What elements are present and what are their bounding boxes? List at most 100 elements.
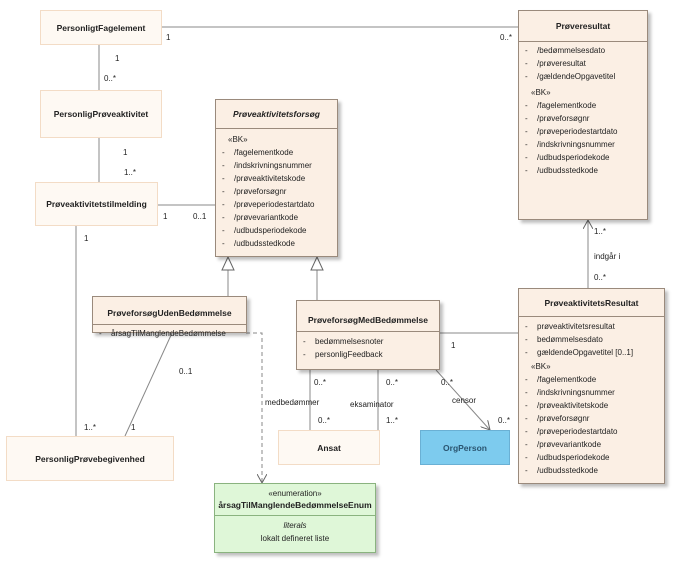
enum-name: årsagTilManglendeBedømmelseEnum <box>218 500 372 510</box>
attribute: -/prøveforsøgnr <box>222 187 287 196</box>
attribute-list: -bedømmelsesnoter -personligFeedback <box>303 335 435 361</box>
class-proeveresultat[interactable]: Prøveresultat -/bedømmelsesdato -/prøver… <box>518 10 648 220</box>
assoc-uden-begivenhed <box>124 332 173 437</box>
attribute-list: «BK» -/fagelementkode -/indskrivningsnum… <box>222 134 333 250</box>
separator <box>297 331 439 332</box>
class-personligproevebegivenhed[interactable]: PersonligPrøvebegivenhed <box>6 436 174 481</box>
attribute: -bedømmelsesnoter <box>303 337 384 346</box>
attribute: -bedømmelsesdato <box>525 335 603 344</box>
attribute: -/udbudsstedkode <box>222 239 295 248</box>
multiplicity-label: 0..* <box>386 378 399 387</box>
attribute: -personligFeedback <box>303 350 383 359</box>
attribute: -/prøvevariantkode <box>525 440 602 449</box>
attribute: -gældendeOpgavetitel [0..1] <box>525 348 634 357</box>
class-name: PrøveaktivitetsResultat <box>544 298 639 308</box>
class-proeveforsoegmed[interactable]: PrøveforsøgMedBedømmelse -bedømmelsesnot… <box>296 300 440 370</box>
gen-arrow-uden <box>221 255 235 271</box>
class-name: Ansat <box>317 442 341 453</box>
stereotype-label: «BK» <box>228 135 248 144</box>
class-name: Prøveaktivitetstilmelding <box>46 199 147 209</box>
separator <box>215 515 375 516</box>
class-name: OrgPerson <box>443 442 487 453</box>
attribute: -årsagTilManglendeBedømmelse <box>99 329 226 338</box>
multiplicity-label: 0..* <box>314 378 327 387</box>
class-personligtfagelement[interactable]: PersonligtFagelement <box>40 10 162 45</box>
class-name: PrøveforsøgUdenBedømmelse <box>107 308 232 318</box>
attribute: -/indskrivningsnummer <box>525 388 615 397</box>
multiplicity-label: 1 <box>451 341 456 350</box>
separator <box>216 128 337 129</box>
role-label-medbedoemmer: medbedømmer <box>265 398 320 407</box>
class-proeveaktivitetsforsoeg[interactable]: Prøveaktivitetsforsøg «BK» -/fagelementk… <box>215 99 338 257</box>
role-label-indgaar: indgår i <box>594 252 621 261</box>
class-name: PrøveforsøgMedBedømmelse <box>308 315 428 325</box>
attribute: -/prøveaktivitetskode <box>525 401 609 410</box>
attribute: -/prøveperiodestartdato <box>222 200 315 209</box>
attribute-list: -/bedømmelsesdato -/prøveresultat -/gæld… <box>525 44 643 177</box>
multiplicity-label: 0..1 <box>193 212 207 221</box>
attribute-list: -prøveaktivitetsresultat -bedømmelsesdat… <box>525 320 660 477</box>
multiplicity-label: 0..* <box>498 416 511 425</box>
attribute: -/fagelementkode <box>525 375 597 384</box>
literals-header: literals <box>283 521 307 530</box>
class-proeveaktivitetsresultat[interactable]: PrøveaktivitetsResultat -prøveaktivitets… <box>518 288 665 484</box>
class-name: PersonligtFagelement <box>56 22 146 33</box>
class-proeveforsoeguden[interactable]: PrøveforsøgUdenBedømmelse -årsagTilMangl… <box>92 296 247 338</box>
class-orgperson[interactable]: OrgPerson <box>420 430 510 465</box>
multiplicity-label: 1..* <box>84 423 97 432</box>
multiplicity-label: 1..* <box>386 416 399 425</box>
separator <box>519 316 664 317</box>
attribute: -/indskrivningsnummer <box>222 161 312 170</box>
class-name: Prøveresultat <box>555 21 611 31</box>
attribute: -prøveaktivitetsresultat <box>525 322 615 331</box>
attribute-list: -årsagTilManglendeBedømmelse <box>99 327 242 340</box>
attribute: -/prøveforsøgnr <box>525 114 590 123</box>
multiplicity-label: 1 <box>131 423 136 432</box>
attribute: -/prøveaktivitetskode <box>222 174 306 183</box>
attribute: -/fagelementkode <box>525 101 597 110</box>
attribute: -/prøveperiodestartdato <box>525 427 618 436</box>
attribute: -/prøvevariantkode <box>222 213 299 222</box>
assoc-med-orgperson <box>435 369 490 430</box>
separator <box>93 324 246 325</box>
multiplicity-label: 0..* <box>318 416 331 425</box>
multiplicity-label: 0..1 <box>179 367 193 376</box>
multiplicity-label: 0..* <box>594 273 607 282</box>
enum-aarsagtilmanglendebedoemmelse[interactable]: «enumeration» årsagTilManglendeBedømmels… <box>214 483 376 553</box>
multiplicity-label: 0..* <box>500 33 513 42</box>
multiplicity-label: 1..* <box>594 227 607 236</box>
multiplicity-label: 0..* <box>441 378 454 387</box>
multiplicity-label: 1 <box>166 33 171 42</box>
class-ansat[interactable]: Ansat <box>278 430 380 465</box>
attribute: -/fagelementkode <box>222 148 294 157</box>
class-name: Prøveaktivitetsforsøg <box>233 109 320 119</box>
stereotype-label: «BK» <box>531 362 551 371</box>
attribute: -/udbudsperiodekode <box>222 226 307 235</box>
class-name: PersonligPrøvebegivenhed <box>35 453 145 464</box>
class-proeveaktivitetstilmelding[interactable]: Prøveaktivitetstilmelding <box>35 182 158 226</box>
class-name: PersonligPrøveaktivitet <box>53 109 149 119</box>
attribute: -/indskrivningsnummer <box>525 140 615 149</box>
multiplicity-label: 1..* <box>124 168 137 177</box>
multiplicity-label: 1 <box>163 212 168 221</box>
attribute: -/udbudsstedkode <box>525 466 598 475</box>
attribute: -/udbudsperiodekode <box>525 153 610 162</box>
stereotype-label: «enumeration» <box>268 489 322 498</box>
class-personligproeveaktivitet[interactable]: PersonligPrøveaktivitet <box>40 90 162 138</box>
attribute: -/bedømmelsesdato <box>525 46 606 55</box>
attribute: -/prøveresultat <box>525 59 586 68</box>
role-label-censor: censor <box>452 396 477 405</box>
multiplicity-label: 1 <box>123 148 128 157</box>
stereotype-label: «BK» <box>531 88 551 97</box>
multiplicity-label: 0..* <box>104 74 117 83</box>
attribute: -/udbudsstedkode <box>525 166 598 175</box>
attribute: -/prøveforsøgnr <box>525 414 590 423</box>
separator <box>519 41 647 42</box>
multiplicity-label: 1 <box>84 234 89 243</box>
attribute: -/udbudsperiodekode <box>525 453 610 462</box>
attribute: -/prøveperiodestartdato <box>525 127 618 136</box>
attribute: -/gældendeOpgavetitel <box>525 72 616 81</box>
role-label-eksaminator: eksaminator <box>350 400 394 409</box>
enum-literal: lokalt defineret liste <box>260 534 330 543</box>
